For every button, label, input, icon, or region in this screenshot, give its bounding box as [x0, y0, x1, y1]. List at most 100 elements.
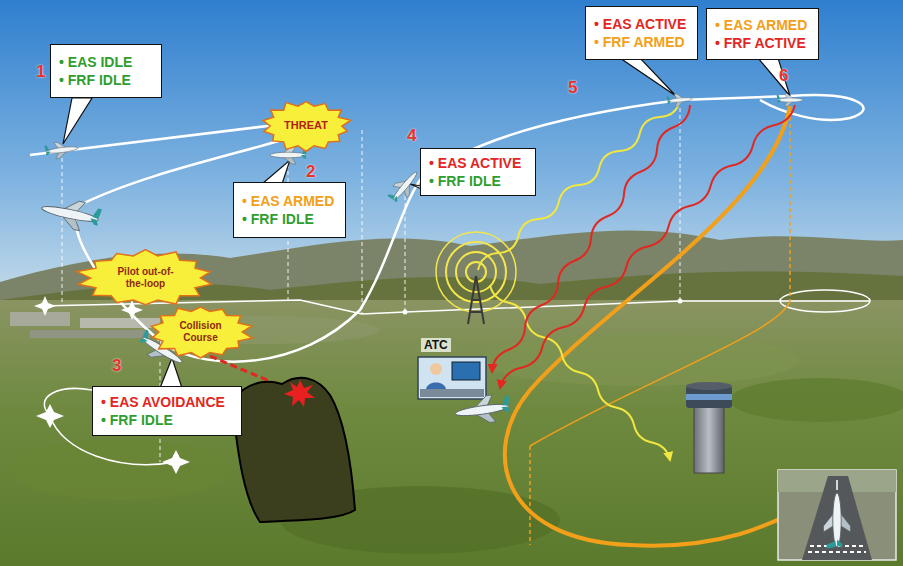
alert-text: Pilot out-of- the-loop: [111, 266, 181, 290]
airport-buildings: [30, 330, 150, 338]
status-line: • EAS ARMED: [715, 16, 810, 34]
datalink-waves: [492, 105, 690, 372]
projection-lines: [62, 108, 680, 462]
orange-projection: [789, 110, 791, 301]
ground-texture: [10, 316, 903, 554]
ground-track-stars: [162, 450, 190, 474]
text-holder: • EAS ACTIVE• FRF ARMED: [594, 15, 689, 51]
starburst-outline: [263, 102, 351, 152]
atc-operator-icon: [418, 357, 486, 399]
ground-texture: [10, 440, 230, 500]
alert-text: THREAT: [284, 119, 328, 132]
control-tower: [686, 382, 732, 473]
recovery-path: [505, 106, 806, 546]
callout-number: 3: [112, 356, 121, 376]
atc-operator-icon: [452, 362, 480, 380]
callout-number: 4: [407, 126, 416, 146]
control-tower: [694, 405, 724, 473]
ground-track: [780, 290, 870, 312]
status-line: • EAS ACTIVE: [594, 15, 689, 33]
orange-projection: [530, 110, 790, 545]
ground-texture: [480, 334, 800, 386]
text-holder: • EAS ARMED• FRF ACTIVE: [715, 16, 810, 52]
status-callout: • EAS IDLE• FRF IDLE: [50, 44, 162, 98]
control-tower: [686, 394, 732, 400]
callout-pointers: [262, 160, 290, 184]
alert-text: Collision Course: [175, 320, 227, 344]
flight-path: [76, 95, 864, 362]
impact-burst: [284, 380, 315, 407]
mountain: [232, 378, 355, 522]
airport-buildings: [80, 318, 160, 328]
callout-pointers: [620, 58, 676, 96]
projection-lines: [62, 158, 63, 305]
status-line: • EAS AVOIDANCE: [101, 393, 233, 411]
aircraft: [39, 194, 103, 234]
callout-number: 5: [568, 78, 577, 98]
text-holder: • EAS ARMED• FRF IDLE: [242, 192, 337, 228]
aircraft: [666, 93, 693, 108]
aircraft: [386, 166, 424, 206]
radio-tower: [436, 232, 516, 324]
callout-number: 6: [779, 66, 788, 86]
callout-pointers: [758, 58, 790, 96]
status-line: • FRF IDLE: [429, 172, 527, 190]
radio-tower: [468, 276, 484, 324]
alert-starburst: Collision Course: [147, 305, 254, 359]
alert-starburst: Pilot out-of- the-loop: [75, 249, 216, 307]
status-line: • FRF ACTIVE: [715, 34, 810, 52]
alert-starburst: THREAT: [260, 100, 352, 152]
projection-lines: [680, 108, 681, 301]
status-line: • FRF IDLE: [101, 411, 233, 429]
callout-pointers: [63, 98, 92, 144]
ground-track: [40, 290, 870, 465]
status-line: • EAS ACTIVE: [429, 154, 527, 172]
text-holder: THREAT: [284, 119, 328, 132]
status-line: • FRF IDLE: [59, 71, 153, 89]
ground-texture: [730, 378, 903, 422]
aircraft: [44, 140, 79, 160]
callout-number: 2: [306, 162, 315, 182]
projection-lines: [362, 130, 363, 314]
ground-track-stars: [34, 296, 56, 316]
datalink-waves: [490, 285, 670, 460]
atc-operator-icon: [418, 357, 486, 399]
control-tower: [686, 382, 732, 390]
callout-pointers: [63, 58, 790, 388]
status-line: • FRF IDLE: [242, 210, 337, 228]
aircraft: [777, 94, 803, 107]
runway-photo: [802, 476, 872, 560]
runway-photo: [778, 470, 896, 560]
starburst-outline: [77, 250, 212, 305]
runway-photo: [778, 470, 896, 560]
text-holder: Pilot out-of- the-loop: [111, 266, 181, 290]
text-holder: • EAS IDLE• FRF IDLE: [59, 53, 153, 89]
status-callout: • EAS ACTIVE• FRF IDLE: [420, 148, 536, 196]
ground-track-stars: [36, 404, 64, 428]
ground-track-stars: [34, 296, 683, 474]
text-holder: Collision Course: [175, 320, 227, 344]
atc-operator-icon: [430, 363, 442, 375]
status-callout: • EAS AVOIDANCE• FRF IDLE: [92, 386, 242, 436]
status-line: • EAS IDLE: [59, 53, 153, 71]
orange-projection: [530, 301, 790, 446]
projection-lines: [405, 196, 406, 312]
status-line: • FRF ARMED: [594, 33, 689, 51]
status-callout: • EAS ARMED• FRF ACTIVE: [706, 8, 819, 60]
atc-operator-icon: [420, 389, 484, 397]
orange-projection: [529, 446, 531, 545]
airport-buildings: [10, 312, 70, 326]
flight-path: [30, 95, 864, 362]
aircraft: [39, 93, 803, 428]
status-callout: • EAS ARMED• FRF IDLE: [233, 182, 346, 238]
runway-photo: [824, 493, 851, 549]
starburst-outline: [151, 307, 252, 358]
status-line: • EAS ARMED: [242, 192, 337, 210]
text-holder: • EAS ACTIVE• FRF IDLE: [429, 154, 527, 190]
callout-number: 1: [36, 62, 45, 82]
radio-tower: [446, 242, 506, 302]
station-label: ATC: [421, 338, 451, 352]
status-callout: • EAS ACTIVE• FRF ARMED: [585, 6, 698, 60]
atc-operator-icon: [426, 383, 446, 391]
